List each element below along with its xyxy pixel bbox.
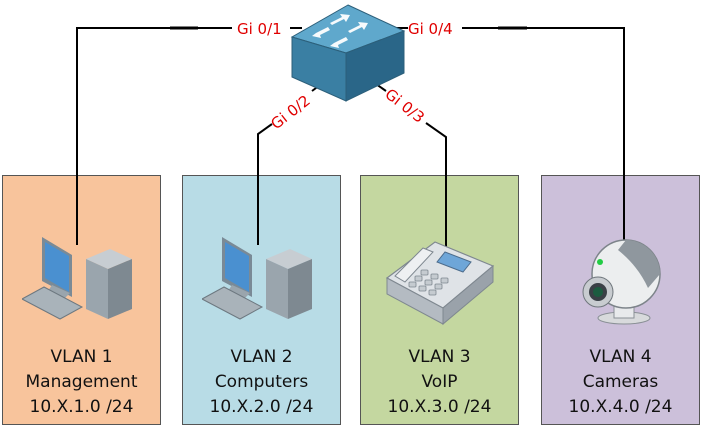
- port-label-gi-0-4: Gi 0/4: [408, 20, 453, 38]
- link-gi-0-3: [425, 122, 447, 250]
- vlan-3-name: VoIP: [421, 372, 458, 392]
- vlan-1-name: Management: [25, 372, 138, 392]
- vlan-2-title: VLAN 2: [230, 347, 293, 367]
- vlan-2-subnet: 10.X.2.0 /24: [209, 397, 314, 417]
- ip-phone-icon: [385, 241, 495, 326]
- vlan-3-subnet: 10.X.3.0 /24: [387, 397, 492, 417]
- vlan-3-title: VLAN 3: [408, 347, 471, 367]
- vlan-1-title: VLAN 1: [50, 347, 113, 367]
- vlan-1-label: VLAN 1 Management 10.X.1.0 /24: [3, 345, 160, 420]
- webcam-icon: [582, 239, 661, 325]
- link-gi-0-4: [462, 27, 625, 245]
- link-gi-0-2: [257, 123, 273, 245]
- computer-icon: [22, 237, 132, 320]
- vlan-2-name: Computers: [214, 372, 309, 392]
- switch-icon: [290, 4, 406, 102]
- vlan-4-subnet: 10.X.4.0 /24: [568, 397, 673, 417]
- computer-icon: [202, 237, 312, 320]
- port-label-gi-0-1: Gi 0/1: [237, 20, 282, 38]
- vlan-4-title: VLAN 4: [589, 347, 652, 367]
- vlan-1-subnet: 10.X.1.0 /24: [29, 397, 134, 417]
- vlan-4-label: VLAN 4 Cameras 10.X.4.0 /24: [542, 345, 699, 420]
- vlan-4-name: Cameras: [582, 372, 659, 392]
- link-gi-0-1: [76, 27, 232, 245]
- vlan-2-label: VLAN 2 Computers 10.X.2.0 /24: [183, 345, 340, 420]
- vlan-3-label: VLAN 3 VoIP 10.X.3.0 /24: [361, 345, 518, 420]
